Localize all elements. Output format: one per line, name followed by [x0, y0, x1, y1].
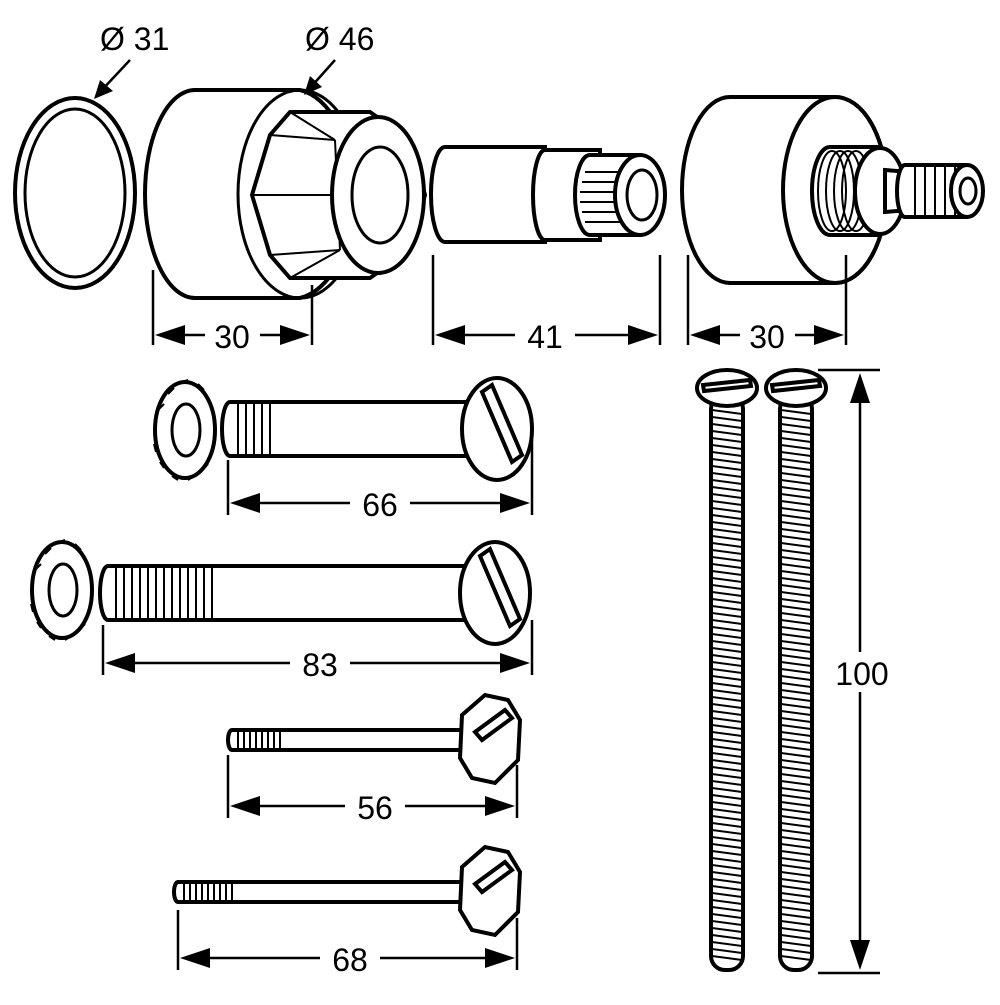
seal-leader-arrow: [94, 59, 131, 99]
seal-ring: [13, 96, 137, 290]
dimension-bolt-short: 66: [226, 440, 534, 523]
dimension-spindle-extension-label: 41: [527, 319, 563, 355]
screw-small: [226, 692, 523, 786]
dimension-screw-medium: 68: [176, 910, 519, 978]
dimension-fitting-right-label: 30: [749, 319, 785, 355]
bolt-long: [98, 540, 532, 646]
mounting-screw-left: [695, 368, 759, 972]
screw-medium: [172, 844, 523, 938]
lock-washer-short: [153, 379, 217, 481]
dimension-bolt-long-label: 83: [302, 647, 338, 683]
dimension-fitting-left: 30: [151, 270, 314, 355]
seal-diameter-label: Ø 31: [100, 21, 169, 57]
dimension-screw-small-label: 56: [357, 790, 393, 826]
bolt-short: [220, 376, 534, 482]
dimension-bolt-long: 83: [101, 620, 534, 683]
dimension-fitting-left-label: 30: [214, 319, 250, 355]
lock-washer-long: [30, 539, 94, 641]
dimension-screw-medium-label: 68: [332, 942, 368, 978]
dimension-fitting-right: 30: [686, 255, 848, 355]
mounting-screw-right: [764, 368, 828, 972]
dimension-mounting-screw: 100: [818, 368, 892, 975]
fitting-right: [680, 95, 985, 285]
hex-fitting: [143, 88, 428, 300]
dimension-bolt-short-label: 66: [362, 487, 398, 523]
dimension-mounting-screw-label: 100: [835, 656, 888, 692]
dimension-screw-small: 56: [226, 755, 519, 826]
dimension-spindle-extension: 41: [431, 255, 662, 355]
hex-fitting-leader-arrow: [304, 59, 336, 95]
hex-fitting-diameter-label: Ø 46: [305, 21, 374, 57]
spindle-extension: [429, 145, 667, 244]
